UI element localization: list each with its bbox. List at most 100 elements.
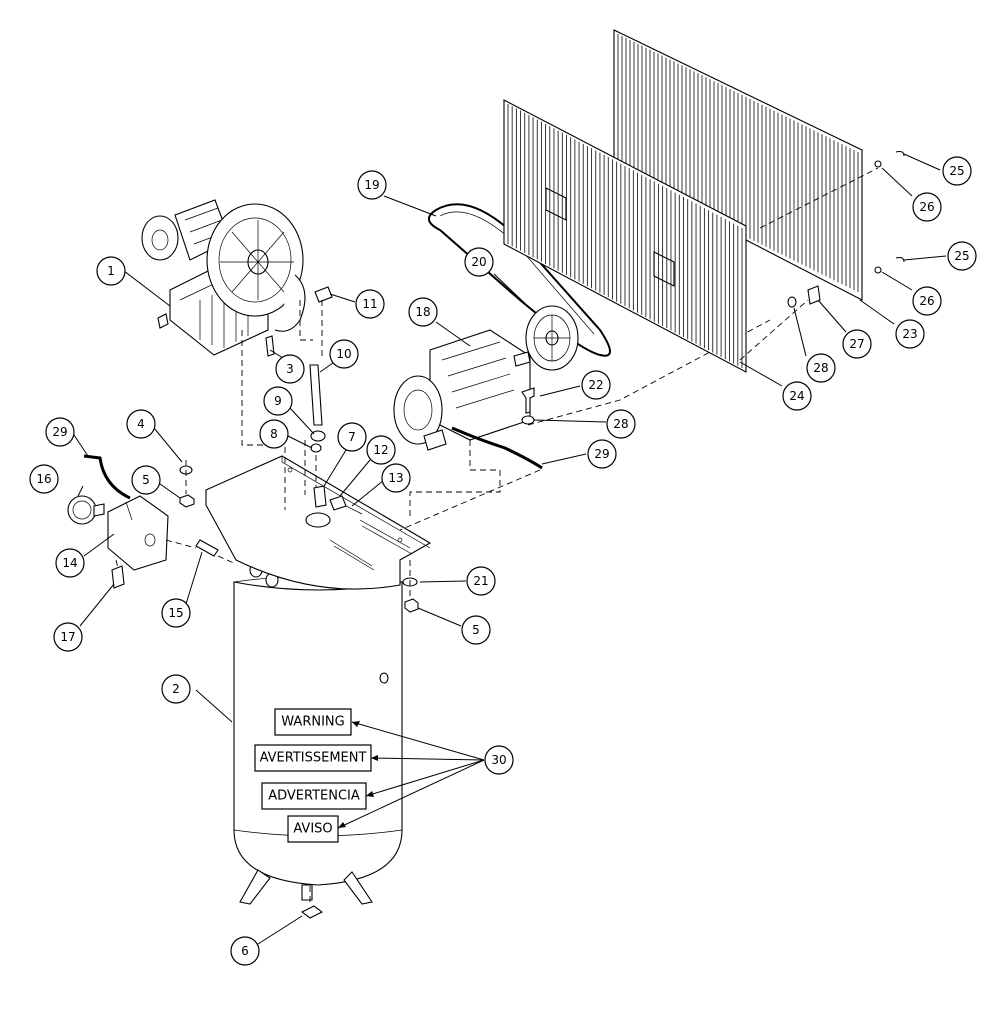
- callout-number: 12: [373, 443, 388, 457]
- callout: 26: [912, 286, 942, 316]
- callout: 29: [587, 439, 617, 469]
- label-advertencia: ADVERTENCIA: [261, 782, 367, 810]
- callout: 5: [131, 465, 161, 495]
- pressure-switch: [107, 495, 169, 571]
- label-aviso: AVISO: [287, 815, 339, 843]
- callout-number: 30: [491, 753, 506, 767]
- callout-number: 25: [954, 249, 969, 263]
- callout-number: 17: [60, 630, 75, 644]
- callout: 29: [45, 417, 75, 447]
- callout-number: 2: [172, 682, 180, 696]
- pump-bolt: [265, 335, 275, 357]
- label-warning: WARNING: [274, 708, 352, 736]
- callout-number: 25: [949, 164, 964, 178]
- callout: 19: [357, 170, 387, 200]
- pin-26-bottom: [874, 266, 882, 274]
- callout-number: 7: [348, 430, 356, 444]
- callout-number: 1: [107, 264, 115, 278]
- callout: 23: [895, 319, 925, 349]
- callout: 3: [275, 354, 305, 384]
- callout-number: 27: [849, 337, 864, 351]
- label-avertissement: AVERTISSEMENT: [254, 744, 372, 772]
- label-aviso-text: AVISO: [293, 822, 332, 837]
- callout-number: 28: [813, 361, 828, 375]
- callout-number: 5: [142, 473, 150, 487]
- tank-nipple: [195, 539, 219, 557]
- callout-number: 3: [286, 362, 294, 376]
- callout-number: 13: [388, 471, 403, 485]
- leader-lines: [71, 153, 947, 945]
- callout-number: 22: [588, 378, 603, 392]
- nut-5-left: [179, 494, 195, 508]
- callout-number: 23: [902, 327, 917, 341]
- label-avertissement-text: AVERTISSEMENT: [260, 751, 367, 766]
- callout: 12: [366, 435, 396, 465]
- callout: 7: [337, 422, 367, 452]
- callout: 20: [464, 247, 494, 277]
- callout: 14: [55, 548, 85, 578]
- callout-number: 5: [472, 623, 480, 637]
- belt-guard-front-grille: [507, 104, 743, 368]
- nut-5-right: [404, 598, 419, 613]
- pressure-switch-cord: [83, 454, 131, 500]
- callout-number: 24: [789, 389, 804, 403]
- motor-cord: [451, 426, 543, 470]
- check-valve-assembly: [313, 485, 363, 515]
- callout: 25: [942, 156, 972, 186]
- callout-number: 18: [415, 305, 430, 319]
- callout: 21: [466, 566, 496, 596]
- callout: 30: [484, 745, 514, 775]
- callout-number: 29: [594, 447, 609, 461]
- motor-bolt: [521, 387, 535, 414]
- motor-pulley: [525, 305, 579, 371]
- callout-number: 26: [919, 294, 934, 308]
- callout-number: 14: [62, 556, 77, 570]
- pin-26-top: [874, 160, 882, 168]
- callout: 16: [29, 464, 59, 494]
- belt-guard-back-grille: [617, 34, 859, 292]
- callout-number: 11: [362, 297, 377, 311]
- callout-number: 6: [241, 944, 249, 958]
- drain-valve: [300, 905, 324, 919]
- callout-number: 9: [274, 394, 282, 408]
- callout: 28: [806, 353, 836, 383]
- callout-number: 26: [919, 200, 934, 214]
- discharge-tube: [299, 300, 326, 453]
- callout: 10: [329, 339, 359, 369]
- callout: 18: [408, 297, 438, 327]
- callout-number: 29: [52, 425, 67, 439]
- callout-number: 20: [471, 255, 486, 269]
- callout-number: 8: [270, 427, 278, 441]
- callout-number: 19: [364, 178, 379, 192]
- clip-25-bottom: [895, 256, 905, 263]
- compressor-pump: [141, 199, 333, 356]
- callout: 27: [842, 329, 872, 359]
- callout: 13: [381, 463, 411, 493]
- callout: 22: [581, 370, 611, 400]
- callout: 28: [606, 409, 636, 439]
- callout-number: 21: [473, 574, 488, 588]
- washer-28-guard: [787, 296, 797, 308]
- callout: 4: [126, 409, 156, 439]
- bracket-27: [807, 285, 821, 305]
- callout-number: 10: [336, 347, 351, 361]
- callout: 2: [161, 674, 191, 704]
- callout-number: 15: [168, 606, 183, 620]
- electric-motor: [393, 329, 531, 451]
- callout: 24: [782, 381, 812, 411]
- safety-valve: [111, 565, 125, 589]
- washer-28-motor: [521, 415, 535, 425]
- callout-number: 28: [613, 417, 628, 431]
- label-warning-text: WARNING: [281, 715, 344, 730]
- callout: 25: [947, 241, 977, 271]
- callout: 5: [461, 615, 491, 645]
- callout: 15: [161, 598, 191, 628]
- callout: 8: [259, 419, 289, 449]
- callout: 17: [53, 622, 83, 652]
- callout: 11: [355, 289, 385, 319]
- callout-number: 4: [137, 417, 145, 431]
- warning-labels: WARNING AVERTISSEMENT ADVERTENCIA AVISO: [254, 708, 372, 843]
- pressure-gauge: [67, 495, 105, 525]
- callout: 1: [96, 256, 126, 286]
